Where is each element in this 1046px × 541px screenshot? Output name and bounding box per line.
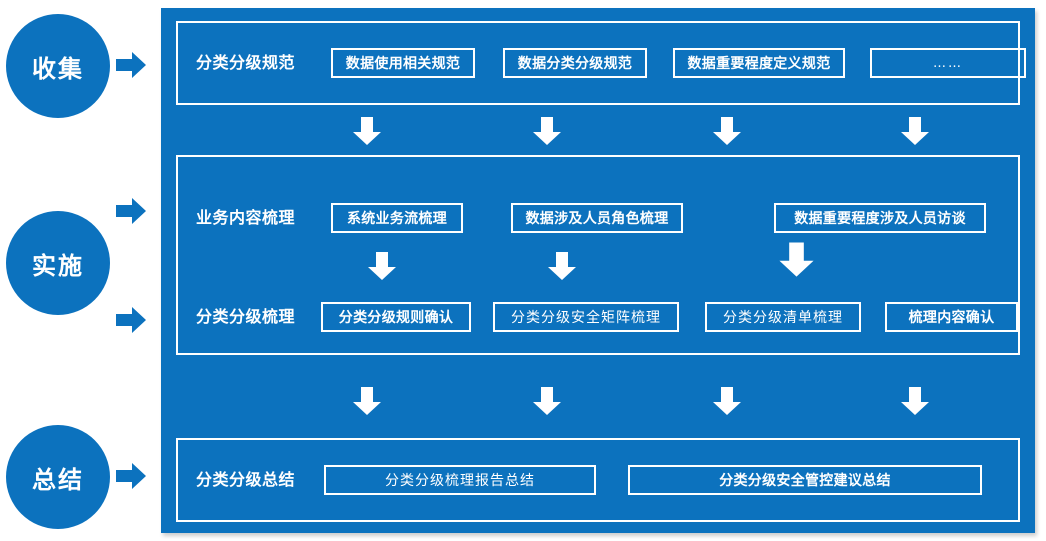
row-label: 分类分级梳理	[196, 307, 296, 326]
section-implementation: 业务内容梳理 系统业务流梳理 数据涉及人员角色梳理 数据重要程度涉及人员访谈 分…	[176, 155, 1020, 355]
arrow-down-icon	[351, 385, 383, 417]
task-box[interactable]: 分类分级清单梳理	[705, 302, 861, 332]
task-box[interactable]: 数据重要程度涉及人员访谈	[774, 203, 986, 233]
arrow-down-icon	[711, 115, 743, 147]
row-specification: 分类分级规范 数据使用相关规范 数据分类分级规范 数据重要程度定义规范 ……	[178, 46, 1026, 80]
stage-circle-summary: 总结	[6, 425, 110, 529]
arrow-down-icon	[531, 385, 563, 417]
row-label: 业务内容梳理	[196, 208, 296, 227]
arrow-down-icon	[351, 115, 383, 147]
row-classification-sorting: 分类分级梳理 分类分级规则确认 分类分级安全矩阵梳理 分类分级清单梳理 梳理内容…	[178, 300, 1018, 334]
row-business-content: 业务内容梳理 系统业务流梳理 数据涉及人员角色梳理 数据重要程度涉及人员访谈	[178, 201, 1018, 235]
task-box[interactable]: 分类分级规则确认	[321, 302, 471, 332]
task-box[interactable]: 分类分级安全管控建议总结	[628, 465, 982, 495]
process-panel: 分类分级规范 数据使用相关规范 数据分类分级规范 数据重要程度定义规范 …… 业…	[161, 8, 1035, 533]
stage-circle-label: 收集	[32, 54, 84, 83]
arrow-down-icon	[899, 385, 931, 417]
task-box[interactable]: 梳理内容确认	[885, 302, 1018, 332]
task-box[interactable]: 分类分级梳理报告总结	[324, 465, 596, 495]
task-box[interactable]: 数据重要程度定义规范	[673, 48, 845, 78]
arrow-right-icon	[114, 459, 148, 493]
arrow-down-icon	[366, 250, 398, 282]
task-box[interactable]: 系统业务流梳理	[331, 203, 463, 233]
arrow-right-icon	[114, 303, 148, 337]
stage-circle-label: 总结	[32, 465, 84, 494]
task-box[interactable]: 数据分类分级规范	[503, 48, 647, 78]
stage-circle-collect: 收集	[6, 14, 110, 118]
arrow-down-icon	[531, 115, 563, 147]
arrow-down-icon	[777, 240, 816, 279]
stage-circle-label: 实施	[32, 251, 84, 280]
task-box[interactable]: 数据涉及人员角色梳理	[511, 203, 683, 233]
row-summary: 分类分级总结 分类分级梳理报告总结 分类分级安全管控建议总结	[178, 463, 1018, 497]
stage-circle-implement: 实施	[6, 211, 110, 315]
task-box-ellipsis[interactable]: ……	[870, 48, 1026, 78]
arrow-right-icon	[114, 194, 148, 228]
task-box[interactable]: 数据使用相关规范	[331, 48, 475, 78]
section-summary: 分类分级总结 分类分级梳理报告总结 分类分级安全管控建议总结	[176, 438, 1020, 522]
arrow-down-icon	[899, 115, 931, 147]
section-specification: 分类分级规范 数据使用相关规范 数据分类分级规范 数据重要程度定义规范 ……	[176, 21, 1026, 105]
task-box[interactable]: 分类分级安全矩阵梳理	[493, 302, 679, 332]
arrow-down-icon	[711, 385, 743, 417]
row-label: 分类分级规范	[196, 53, 296, 72]
row-label: 分类分级总结	[196, 470, 296, 489]
arrow-down-icon	[546, 250, 578, 282]
arrow-right-icon	[114, 48, 148, 82]
